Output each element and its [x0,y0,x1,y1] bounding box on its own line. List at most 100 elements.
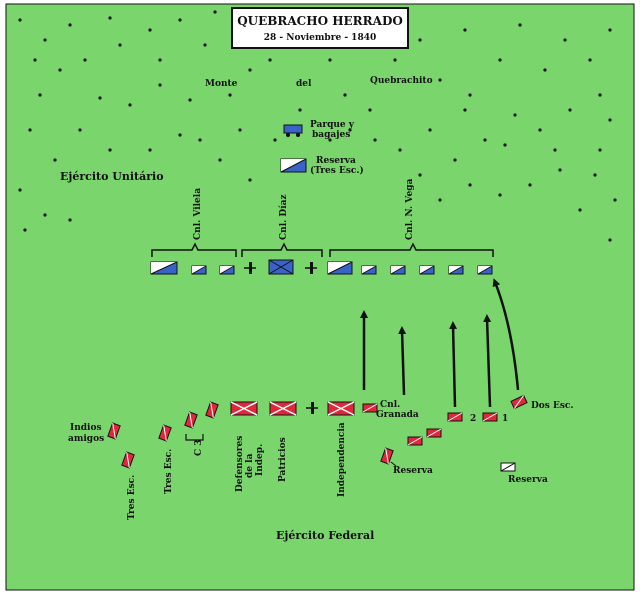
forest-dot [463,108,467,112]
forest-dot [178,133,182,137]
cavalry-squadron-vilela-3 [219,265,235,275]
tres-esc-b-label: Tres Esc. [164,449,174,494]
forest-dot [298,108,302,112]
cavalry-reserve-center [380,447,394,465]
forest-dot [178,18,182,22]
forest-dot [348,128,352,132]
forest-dot [518,23,522,27]
forest-dot [498,58,502,62]
forest-dot [128,103,132,107]
forest-dot [528,183,532,187]
unitario-army: Parque y bagajes Reserva (Tres Esc.) Ejé… [60,120,494,275]
forest-dot [68,218,72,222]
cavalry-squadron-vega-2 [361,265,377,275]
forest-dot [213,10,217,14]
federal-attack-arrows [360,278,520,408]
c3-label: C 3 [194,439,204,456]
forest-dot [68,23,72,27]
forest-dot [343,93,347,97]
forest-dot [198,138,202,142]
forest-dot [38,93,42,97]
forest-dot [558,168,562,172]
patricios-label: Patricios [278,437,288,482]
attack-arrow [398,326,407,396]
reserve-label-1: Reserva [316,156,356,166]
map-date: 28 - Noviembre - 1840 [264,33,376,43]
granada-label-2: Granada [376,410,419,420]
forest-dot [53,158,57,162]
c3-bracket [185,434,204,441]
forest-dot [108,16,112,20]
forest-dot [613,198,617,202]
forest-dot [43,38,47,42]
forest-dot [83,58,87,62]
forest-dot [148,148,152,152]
cavalry-squadron-right-1 [407,436,423,446]
forest-dot [468,183,472,187]
forest-dot [468,93,472,97]
squadron-number-2: 2 [470,414,476,424]
forest-label-quebrachito: Quebrachito [370,76,433,86]
infantry-battalion-defensores [230,401,258,416]
forest-dot [238,128,242,132]
forest-dot [608,118,612,122]
forest-dot [568,108,572,112]
forest-dot [218,158,222,162]
indios-label-1: Indios [70,423,102,433]
forest-dot [438,198,442,202]
defensores-label-2: de la [245,453,255,478]
forest-dot [268,58,272,62]
tres-esc-a-label: Tres Esc. [127,475,137,520]
forest-dot [373,138,377,142]
reserve-cavalry-icon [280,158,307,173]
cavalry-squadron-vega-5 [448,265,464,275]
park-label-1: Parque y [310,120,355,130]
squadron-number-1: 1 [502,414,508,424]
cavalry-squadron-c3-a [184,411,198,429]
forest-dot [18,188,22,192]
forest-dot [228,93,232,97]
cavalry-squadron-vilela-2 [191,265,207,275]
forest-dot [563,38,567,42]
forest-dot [608,28,612,32]
forest-dot [593,173,597,177]
forest-dot [503,143,507,147]
cannon-icon [306,402,318,414]
forest-dot [428,128,432,132]
forest-dot [328,138,332,142]
forest-dot [23,228,27,232]
forest-dot [418,173,422,177]
cavalry-squadron-vega-6 [477,265,493,275]
forest-dot [108,148,112,152]
infantry-battalion-patricios [269,401,297,416]
reserva-b-label: Reserva [508,475,548,485]
cavalry-squadron-granada [362,403,378,413]
forest-dot [203,43,207,47]
forest-dot [248,68,252,72]
cavalry-squadron-vega-1 [327,261,353,275]
forest-dot [418,38,422,42]
col-diaz-label: Cnl. Díaz [278,194,289,240]
forest-dot [148,28,152,32]
forest-dot [98,96,102,100]
forest-dot [578,208,582,212]
defensores-label-3: Indep. [255,444,265,476]
map-title: QUEBRACHO HERRADO [237,14,403,28]
forest-dot [393,58,397,62]
forest-dot [158,58,162,62]
forest-dot [58,68,62,72]
cavalry-squadron-right-4 [482,412,498,422]
cavalry-squadron-right-2 [426,428,442,438]
forest-dot [398,148,402,152]
forest-dot [438,78,442,82]
forest-dot [513,113,517,117]
granada-label-1: Cnl. [380,400,400,410]
map-field [5,3,635,591]
cavalry-squadron-right-3 [447,412,463,422]
forest-dot [453,158,457,162]
indios-label-2: amigos [68,434,104,444]
forest-dot [543,68,547,72]
independencia-label: Independencia [337,422,347,497]
cavalry-squadron-tres-esc-b [158,424,172,442]
forest-dot [538,128,542,132]
